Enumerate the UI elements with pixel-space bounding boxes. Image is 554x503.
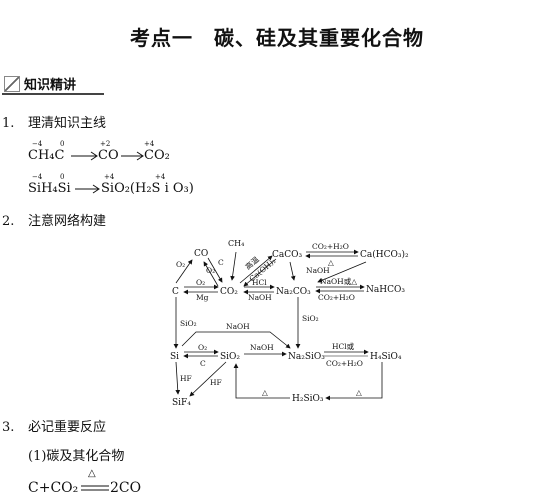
label-naoh: NaOH: [226, 322, 250, 331]
ox-state: +2: [100, 140, 111, 148]
label-sio2: SiO₂: [180, 319, 197, 328]
node-ch4: CH₄: [228, 239, 244, 248]
section-label: 知识精讲: [24, 78, 77, 93]
section-underline: [2, 93, 104, 95]
item-text: 理清知识主线: [28, 116, 107, 131]
item-number: 1.: [2, 116, 15, 131]
node-sif4: SiF₄: [172, 398, 191, 408]
label-naoh: NaOH: [306, 266, 330, 275]
node-na2co3: Na₂CO₃: [276, 287, 311, 297]
node-h2sio3: H₂SiO₃: [292, 394, 324, 404]
label-naoh-or-delta: NaOH或△: [320, 276, 357, 286]
node-caco3: CaCO₃: [272, 250, 303, 260]
ox-state: +4: [104, 173, 115, 181]
node-co2: CO₂: [220, 287, 238, 297]
label-c: C: [200, 359, 206, 368]
label-c: C: [218, 258, 224, 267]
species: SiH₄: [28, 181, 58, 196]
label-co2h2o: CO₂+H₂O: [312, 242, 349, 251]
species: CH₄: [28, 148, 55, 163]
label-delta: △: [356, 388, 362, 397]
node-c: C: [172, 287, 179, 297]
label-hf: HF: [210, 378, 222, 387]
node-h4sio4: H₄SiO₄: [370, 352, 402, 362]
eq-left: C+CO₂: [28, 480, 79, 496]
section-header: 知识精讲: [2, 74, 104, 95]
subsection-heading: (1)碳及其化合物: [28, 449, 125, 464]
ox-state: 0: [60, 173, 65, 181]
arrow-icon: [121, 151, 144, 161]
arrow-icon: [71, 151, 98, 161]
eq-right: 2CO: [110, 480, 142, 496]
species: Si: [57, 181, 71, 196]
species: CO: [98, 148, 119, 163]
arrow-icon: [75, 184, 100, 194]
reaction-network-diagram: CO C CO₂ CH₄ CaCO₃ Ca(HCO₃)₂ Na₂CO₃ NaHC…: [170, 239, 409, 408]
equals-sign-icon: [81, 485, 109, 491]
label-mg: Mg: [196, 293, 209, 302]
label-naoh: NaOH: [248, 293, 272, 302]
node-si: Si: [170, 352, 179, 362]
label-delta: △: [328, 258, 334, 267]
item-3: 3. 必记重要反应: [2, 416, 106, 435]
label-co2h2o: CO₂+H₂O: [318, 293, 355, 302]
label-o2: O₂: [196, 278, 205, 287]
label-o2: O₂: [206, 266, 215, 275]
eq-condition: △: [88, 468, 96, 479]
ox-state: −4: [32, 173, 43, 181]
ox-state: +4: [144, 140, 155, 148]
section-tag-icon: [4, 76, 20, 92]
label-co2h2o: CO₂+H₂O: [326, 359, 363, 368]
item-text: 必记重要反应: [28, 420, 107, 435]
node-co: CO: [194, 249, 208, 259]
item-text: 注意网络构建: [28, 214, 107, 229]
ox-state: −4: [32, 140, 43, 148]
page-title: 考点一 碳、硅及其重要化合物: [130, 26, 424, 50]
label-o2: O₂: [176, 260, 185, 269]
ox-state: 0: [60, 140, 65, 148]
item-number: 2.: [2, 214, 15, 229]
item-1: 1. 理清知识主线: [2, 112, 106, 131]
species: C: [54, 148, 65, 163]
ox-state: +4: [155, 173, 166, 181]
label-hf: HF: [180, 374, 192, 383]
node-cahco3: Ca(HCO₃)₂: [360, 249, 409, 260]
species: CO₂: [144, 148, 170, 163]
label-hcl: HCl: [252, 278, 267, 287]
label-sio2: SiO₂: [302, 314, 319, 323]
label-hcl-or: HCl或: [332, 341, 355, 351]
item-number: 3.: [2, 420, 15, 435]
label-naoh: NaOH: [250, 343, 274, 352]
node-nahco3: NaHCO₃: [366, 285, 405, 295]
node-na2sio3: Na₂SiO₃: [288, 352, 325, 362]
label-delta: △: [262, 388, 268, 397]
node-sio2: SiO₂: [220, 352, 240, 362]
item-2: 2. 注意网络构建: [2, 210, 106, 229]
species: SiO₂(H₂S i O₃): [101, 181, 194, 196]
label-o2: O₂: [198, 343, 207, 352]
